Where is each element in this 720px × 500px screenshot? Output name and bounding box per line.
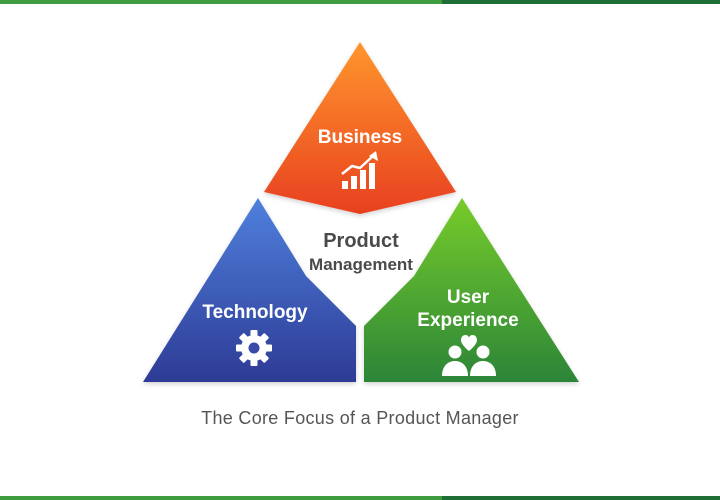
user-experience-label-line1: User bbox=[447, 287, 490, 308]
top-accent-bar-light bbox=[0, 0, 442, 4]
top-accent-bar-dark bbox=[442, 0, 720, 4]
technology-label: Technology bbox=[202, 302, 308, 323]
user-experience-segment bbox=[364, 198, 579, 382]
bottom-accent-bar-light bbox=[0, 496, 442, 500]
technology-segment bbox=[143, 198, 356, 382]
business-segment bbox=[264, 42, 456, 214]
top-accent-bar bbox=[0, 0, 720, 4]
bottom-accent-bar bbox=[0, 496, 720, 500]
business-label: Business bbox=[318, 127, 402, 148]
user-experience-shape bbox=[364, 198, 579, 382]
bottom-accent-bar-dark bbox=[442, 496, 720, 500]
people-heart-icon bbox=[442, 335, 496, 376]
diagram-caption: The Core Focus of a Product Manager bbox=[201, 408, 519, 428]
center-label-line2: Management bbox=[309, 255, 413, 274]
gear-icon bbox=[236, 330, 272, 366]
business-shape bbox=[264, 42, 456, 214]
bar-chart-up-arrow-icon bbox=[341, 151, 378, 189]
user-experience-label-line2: Experience bbox=[417, 310, 518, 331]
center-label-line1: Product bbox=[323, 230, 399, 252]
technology-shape bbox=[143, 198, 356, 382]
